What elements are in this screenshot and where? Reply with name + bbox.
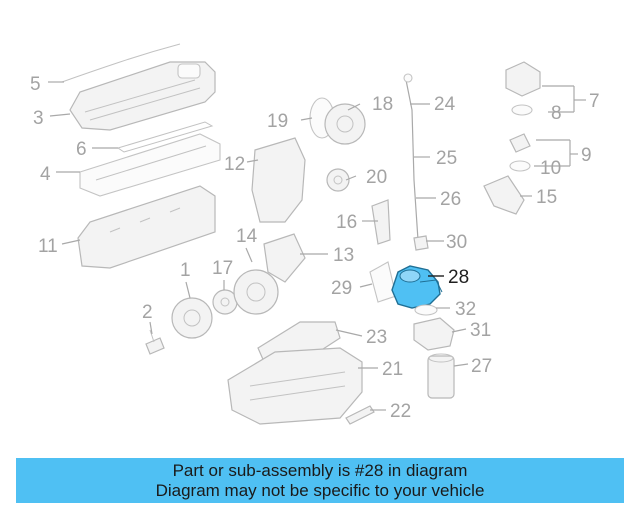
part-24-dipstick [403, 73, 419, 241]
leader-lines [48, 81, 586, 411]
callout-12: 12 [224, 154, 245, 175]
callout-18: 18 [372, 94, 393, 115]
callout-22: 22 [390, 401, 411, 422]
callout-17: 17 [212, 258, 233, 279]
part-5-gasket [61, 43, 181, 83]
part-18-cam-sprocket [324, 103, 366, 145]
callout-19: 19 [267, 111, 288, 132]
part-17-crank-sprocket [212, 289, 238, 315]
part-30-sensor [413, 235, 429, 251]
part-6-gasket [116, 121, 214, 153]
callout-1: 1 [180, 260, 191, 281]
part-14-rear-seal [263, 233, 306, 283]
callout-16: 16 [336, 212, 357, 233]
caption-line-1: Part or sub-assembly is #28 in diagram [172, 460, 468, 480]
callout-6: 6 [76, 139, 87, 160]
callout-13: 13 [333, 245, 354, 266]
caption-line-2: Diagram may not be specific to your vehi… [155, 480, 485, 500]
part-4-cylinder-head-gasket [79, 133, 221, 197]
callout-26: 26 [440, 189, 461, 210]
part-22-sealant-tube [345, 405, 375, 425]
callout-24: 24 [434, 94, 456, 115]
part-29-gasket [369, 261, 397, 303]
callout-8: 8 [551, 103, 562, 124]
callout-28: 28 [448, 267, 469, 288]
callout-labels: 5 3 6 4 11 12 19 18 20 24 25 26 16 30 14… [30, 74, 600, 422]
part-12-timing-cover [251, 137, 306, 223]
part-9-10-thermostat [509, 133, 531, 172]
callout-4: 4 [40, 164, 51, 185]
part-1-crank-pulley [171, 297, 213, 339]
callout-29: 29 [331, 278, 352, 299]
callout-23: 23 [366, 327, 387, 348]
callout-5: 5 [30, 74, 41, 95]
callout-9: 9 [581, 145, 592, 166]
callout-10: 10 [540, 158, 561, 179]
part-15-shield [483, 175, 525, 215]
part-2-bolt [145, 329, 165, 355]
callout-3: 3 [33, 108, 44, 129]
callout-2: 2 [142, 302, 153, 323]
callout-21: 21 [382, 359, 403, 380]
callout-20: 20 [366, 167, 387, 188]
part-27-oil-filter [427, 353, 455, 399]
callout-27: 27 [471, 356, 492, 377]
callout-15: 15 [536, 187, 557, 208]
callout-14: 14 [236, 226, 258, 247]
callout-31: 31 [470, 320, 491, 341]
part-32-o-ring [414, 304, 438, 316]
callout-25: 25 [436, 148, 457, 169]
callout-7: 7 [589, 91, 600, 112]
callout-11: 11 [38, 236, 58, 257]
part-21-oil-pan [227, 347, 363, 425]
callout-32: 32 [455, 299, 476, 320]
caption-banner: Part or sub-assembly is #28 in diagram D… [16, 458, 624, 503]
part-3-valve-cover [69, 61, 216, 131]
part-11-cylinder-head [77, 185, 216, 269]
part-20-tensioner [326, 168, 350, 192]
part-16-bracket [371, 199, 391, 245]
part-28-oil-filter-adapter [391, 265, 443, 309]
part-7-8-thermostat-housing [505, 61, 541, 116]
part-31-filter-housing [413, 317, 455, 351]
callout-30: 30 [446, 232, 467, 253]
part-flywheel-plate [233, 269, 279, 315]
